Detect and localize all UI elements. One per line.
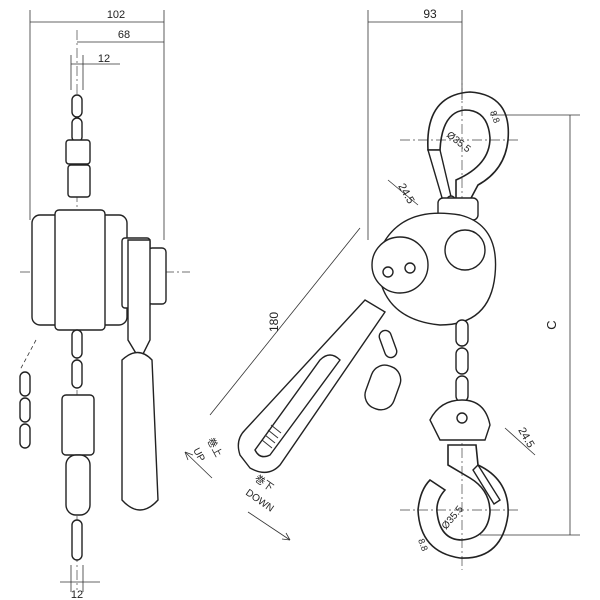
dim-hook-top-opening: 24.5 [395, 182, 416, 207]
side-view: 93 C 24.5 Ø35.5 8.8 180 巻上 UP [184, 7, 580, 570]
dim-headroom: C [544, 320, 559, 329]
dim-hook-top-diameter: Ø35.5 [444, 130, 473, 156]
dim-side-width: 93 [423, 7, 437, 21]
dim-width-overall: 102 [107, 9, 125, 21]
lever-grip [261, 424, 282, 449]
dim-chain-top: 12 [98, 53, 110, 65]
dim-hook-top-thickness: 8.8 [488, 109, 502, 124]
dim-width-half: 68 [118, 29, 130, 41]
dim-chain-bottom: 12 [71, 589, 83, 600]
label-up-jp: 巻上 [204, 436, 224, 459]
dim-hook-bottom-opening: 24.5 [515, 426, 536, 451]
dim-hook-bottom-thickness: 8.8 [416, 537, 430, 552]
label-down-en: DOWN [243, 487, 275, 514]
front-view: 102 68 12 12 [19, 9, 190, 600]
label-up-en: UP [190, 446, 206, 464]
dim-lever-length: 180 [267, 312, 281, 332]
